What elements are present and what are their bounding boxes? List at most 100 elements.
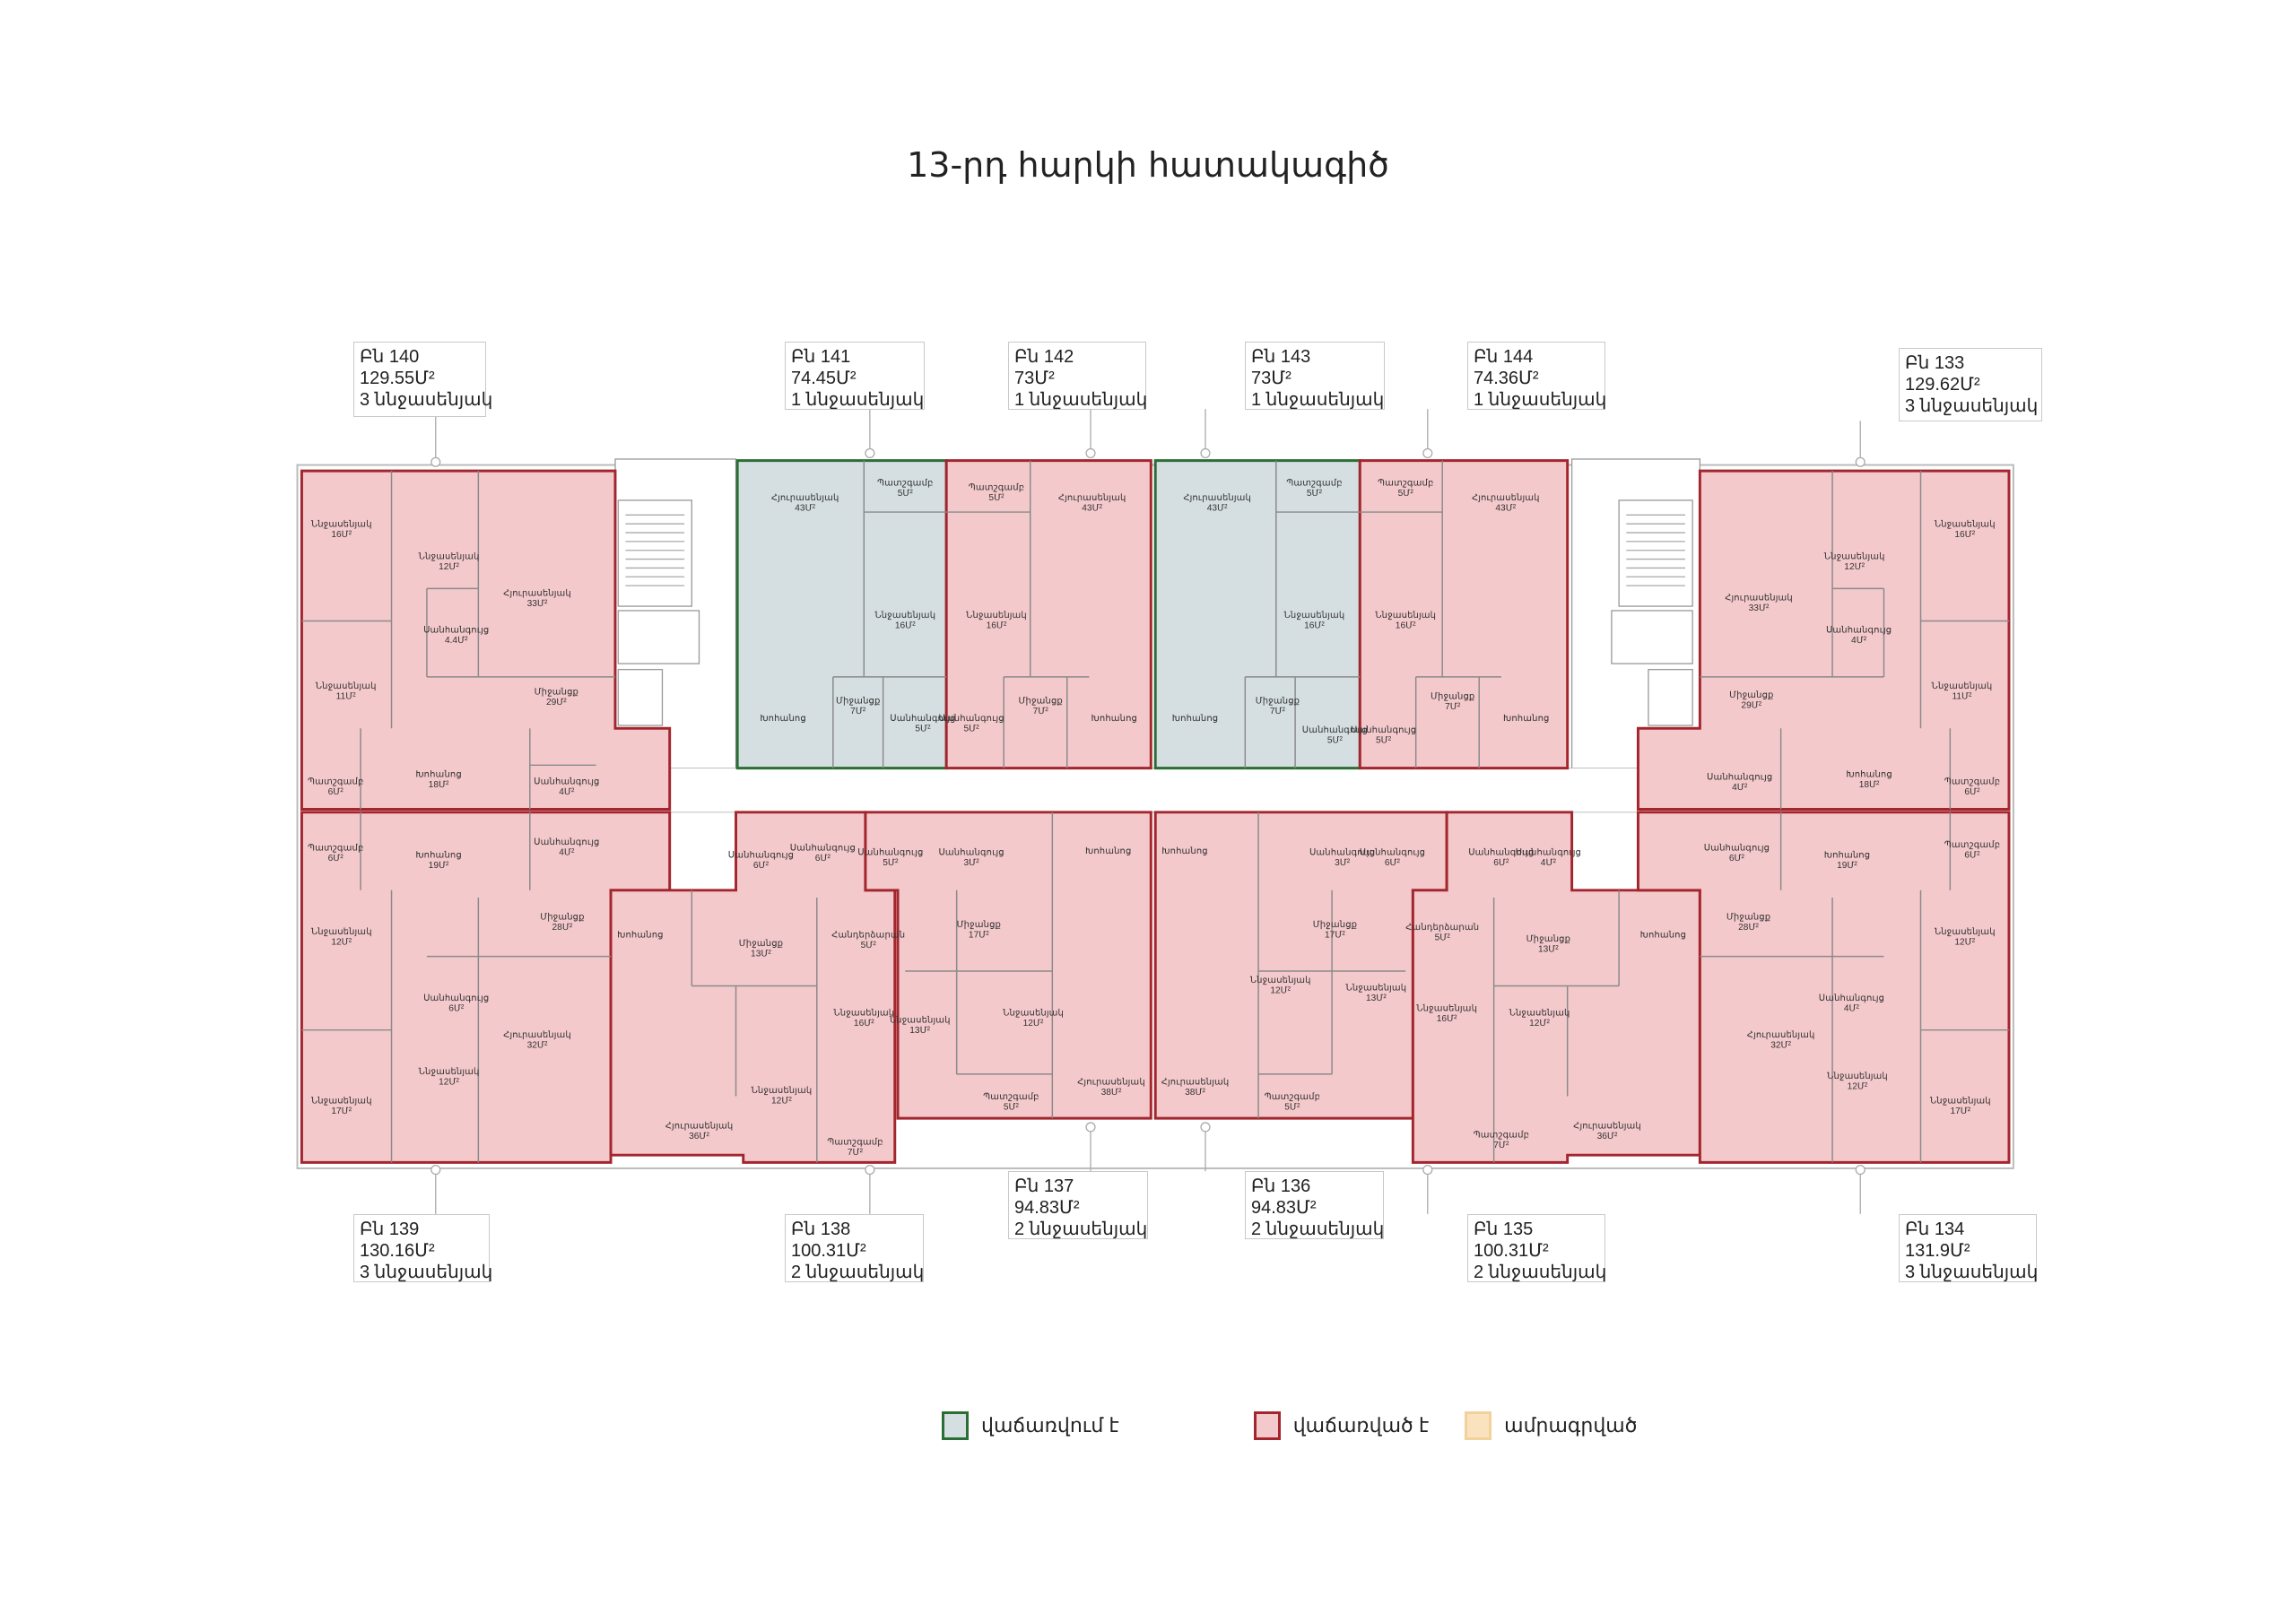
room-name: Ննջասենյակ (1509, 1008, 1570, 1018)
apartment-label-144[interactable]: Բն 144 74.36Մ² 1 ննջասենյակ (1467, 342, 1606, 410)
apartment-bedrooms: 3 ննջասենյակ (1905, 396, 2039, 416)
room-name: Միջանցք (535, 688, 578, 698)
room-area: 43Մ² (1082, 503, 1102, 513)
room-label: Խոհանոց (1085, 846, 1131, 856)
room-name: Միջանցք (739, 939, 783, 949)
room-area: 17Մ² (1325, 930, 1345, 940)
apartment-label-139[interactable]: Բն 139 130.16Մ² 3 ննջասենյակ (353, 1214, 492, 1282)
page-title: 13-րդ հարկի հատակագիծ (907, 145, 1389, 185)
room-area: 4Մ² (559, 847, 575, 857)
apartment-137[interactable] (864, 811, 1152, 1120)
room-name: Ննջասենյակ (1827, 1072, 1888, 1081)
apartment-number: Բն 138 (791, 1219, 851, 1239)
room-name: Հյուրասենյակ (1183, 493, 1251, 503)
room-area: 3Մ² (964, 858, 980, 868)
room-area: 17Մ² (969, 930, 989, 940)
room-area: 43Մ² (795, 503, 815, 513)
apartment-area: 94.83Մ² (1014, 1198, 1080, 1218)
room-area: 7Մ² (1033, 707, 1049, 716)
room-area: 16Մ² (1954, 530, 1975, 540)
apartment-area: 129.55Մ² (360, 369, 435, 388)
room-name: Ննջասենյակ (1250, 976, 1311, 985)
room-area: 12Մ² (1023, 1019, 1044, 1028)
apartment-135[interactable] (1411, 811, 1701, 1164)
apartment-label-142[interactable]: Բն 142 73Մ² 1 ննջասենյակ (1008, 342, 1147, 410)
apartment-area: 74.36Մ² (1474, 369, 1539, 388)
apartment-136[interactable] (1153, 811, 1448, 1120)
room-label: Խոհանոց (1091, 714, 1137, 724)
room-area: 4Մ² (1541, 858, 1557, 868)
apartment-label-140[interactable]: Բն 140 129.55Մ² 3 ննջասենյակ (353, 342, 492, 417)
room-area: 17Մ² (331, 1107, 352, 1116)
room-name: Հյուրասենյակ (1573, 1122, 1641, 1132)
apartment-label-136[interactable]: Բն 136 94.83Մ² 2 ննջասենյակ (1245, 1171, 1384, 1239)
room-area: 32Մ² (1770, 1040, 1791, 1050)
room-name: Խոհանոց (1161, 846, 1207, 856)
room-name: Հյուրասենյակ (1747, 1030, 1815, 1040)
apartment-label-137[interactable]: Բն 137 94.83Մ² 2 ննջասենյակ (1008, 1171, 1148, 1239)
room-name: Միջանցք (957, 920, 1001, 930)
room-area: 7Մ² (1493, 1141, 1509, 1150)
room-name: Հյուրասենյակ (1472, 493, 1540, 503)
apartment-label-138[interactable]: Բն 138 100.31Մ² 2 ննջասենյակ (785, 1214, 924, 1282)
room-name: Խոհանոց (415, 769, 461, 779)
apartment-label-135[interactable]: Բն 135 100.31Մ² 2 ննջասենյակ (1467, 1214, 1606, 1282)
room-area: 16Մ² (987, 621, 1007, 631)
room-name: Սանհանգույց (890, 714, 955, 724)
room-area: 4Մ² (1844, 1003, 1860, 1013)
apartment-label-141[interactable]: Բն 141 74.45Մ² 1 ննջասենյակ (785, 342, 925, 410)
room-area: 6Մ² (328, 787, 344, 797)
apartment-133[interactable] (1636, 469, 2011, 812)
room-name: Հանդերձարան (1405, 923, 1479, 933)
room-name: Սանհանգույց (938, 714, 1004, 724)
apartment-144[interactable] (1358, 459, 1570, 770)
room-name: Ննջասենյակ (1003, 1008, 1064, 1018)
apartment-area: 100.31Մ² (1474, 1241, 1549, 1261)
apartment-142[interactable] (944, 459, 1152, 770)
room-name: Սանհանգույց (857, 847, 923, 857)
leader-anchor-icon (1422, 447, 1433, 459)
apartment-140[interactable] (300, 469, 672, 812)
apartment-134[interactable] (1636, 811, 2011, 1164)
room-area: 5Մ² (1376, 736, 1392, 746)
room-name: Ննջասենյակ (1375, 611, 1436, 621)
apartment-area: 130.16Մ² (360, 1241, 435, 1261)
room-name: Խոհանոց (1824, 851, 1870, 861)
legend-item-reserved: ամրագրված (1465, 1411, 1637, 1440)
room-name: Ննջասենյակ (316, 681, 377, 691)
apartment-label-143[interactable]: Բն 143 73Մ² 1 ննջասենյակ (1245, 342, 1385, 410)
room-name: Սանհանգույց (423, 994, 489, 1003)
room-name: Պատշգամբ (1265, 1092, 1320, 1102)
leader-anchor-icon (430, 456, 441, 467)
room-name: Պատշգամբ (969, 482, 1024, 492)
room-area: 16Մ² (895, 621, 916, 631)
room-area: 32Մ² (527, 1040, 548, 1050)
apartment-label-133[interactable]: Բն 133 129.62Մ² 3 ննջասենյակ (1899, 348, 2042, 421)
apartment-number: Բն 133 (1905, 353, 1965, 373)
apartment-number: Բն 144 (1474, 347, 1534, 367)
apartment-label-134[interactable]: Բն 134 131.9Մ² 3 ննջասենյակ (1899, 1214, 2038, 1282)
legend-swatch-red (1253, 1411, 1281, 1440)
